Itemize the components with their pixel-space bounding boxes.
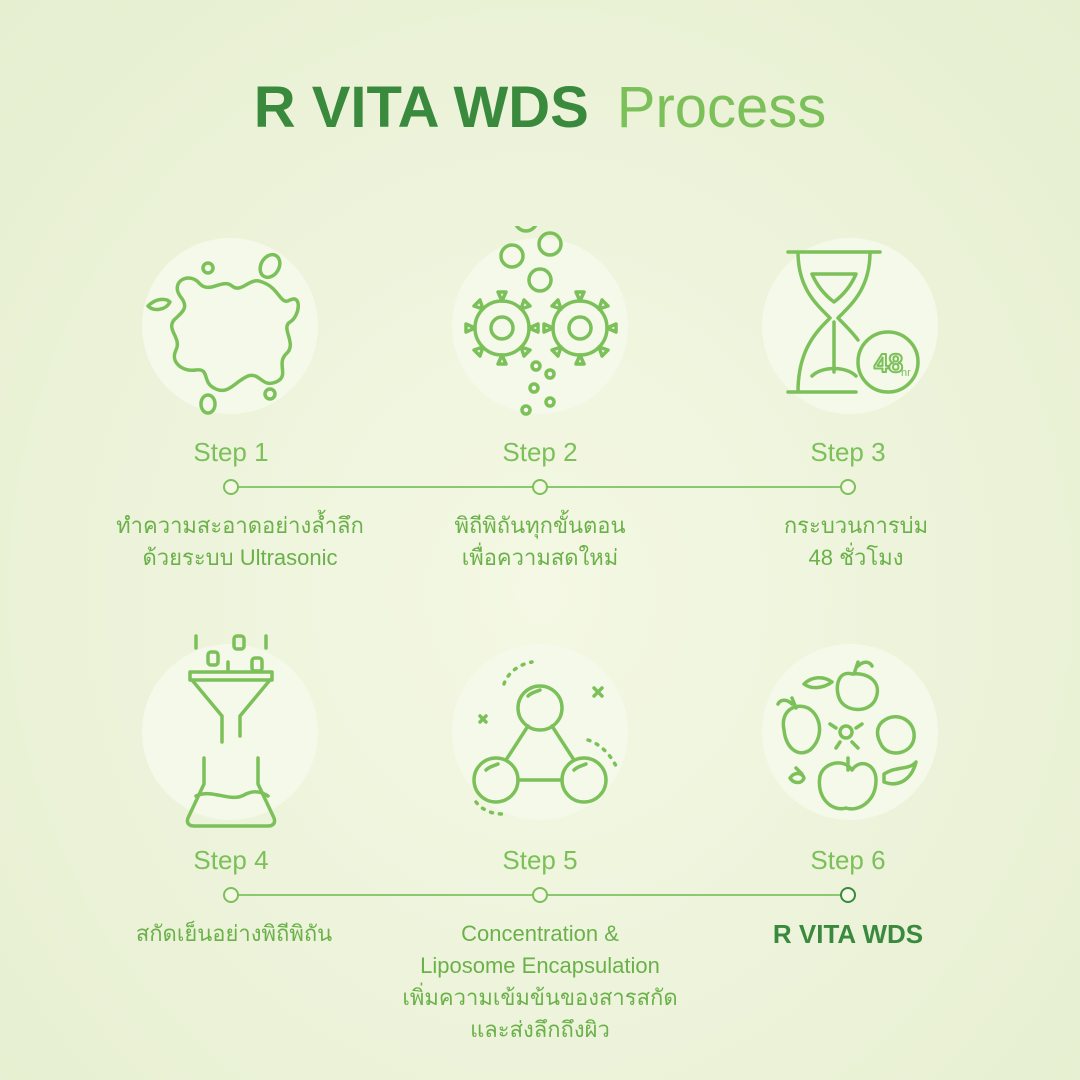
splash-icon: [146, 252, 300, 415]
step-1-desc: ทำความสะอาดอย่างล้ำลึก ด้วยระบบ Ultrason…: [116, 513, 364, 570]
step-1-dot: [223, 479, 239, 495]
funnel-flask-icon: [185, 634, 277, 828]
step-2-label: Step 2: [502, 437, 578, 467]
fruits-icon: [776, 660, 918, 811]
badge-unit: hr: [901, 367, 911, 379]
step-1-icon-wrap: [130, 226, 330, 426]
step-4-dot: [223, 887, 239, 903]
step-3-icon-wrap: 48 hr: [750, 226, 950, 426]
badge-number: 48: [874, 348, 903, 378]
step-3-desc: กระบวนการบ่ม 48 ชั่วโมง: [783, 513, 929, 570]
step-1-label: Step 1: [193, 437, 269, 467]
step-5-label: Step 5: [502, 845, 578, 875]
step-4-desc: สกัดเย็นอย่างพิถีพิถัน: [135, 921, 333, 946]
title-word: Process: [616, 75, 827, 140]
step-4-icon-wrap: [130, 632, 330, 832]
page-title: R VITA WDS Process: [0, 78, 1080, 138]
step-5-desc: Concentration & Liposome Encapsulation เ…: [402, 921, 678, 1042]
step-5-dot: [532, 887, 548, 903]
hourglass-48hr-icon: 48 hr: [786, 250, 920, 394]
title-brand: R VITA WDS: [253, 75, 589, 140]
step-6-desc: R VITA WDS: [772, 919, 924, 949]
step-3-dot: [840, 479, 856, 495]
step-2-desc: พิถีพิถันทุกขั้นตอน เพื่อความสดใหม่: [454, 513, 626, 570]
step-2-icon-wrap: [440, 226, 640, 426]
step-4-label: Step 4: [193, 845, 269, 875]
step-2-dot: [532, 479, 548, 495]
step-6-icon-wrap: [750, 632, 950, 832]
step-6-label: Step 6: [810, 845, 886, 875]
step-5-icon-wrap: [440, 632, 640, 832]
molecule-icon: [472, 660, 618, 816]
gears-bubbles-icon: [464, 226, 618, 416]
step-6-dot: [840, 887, 856, 903]
step-3-label: Step 3: [810, 437, 886, 467]
